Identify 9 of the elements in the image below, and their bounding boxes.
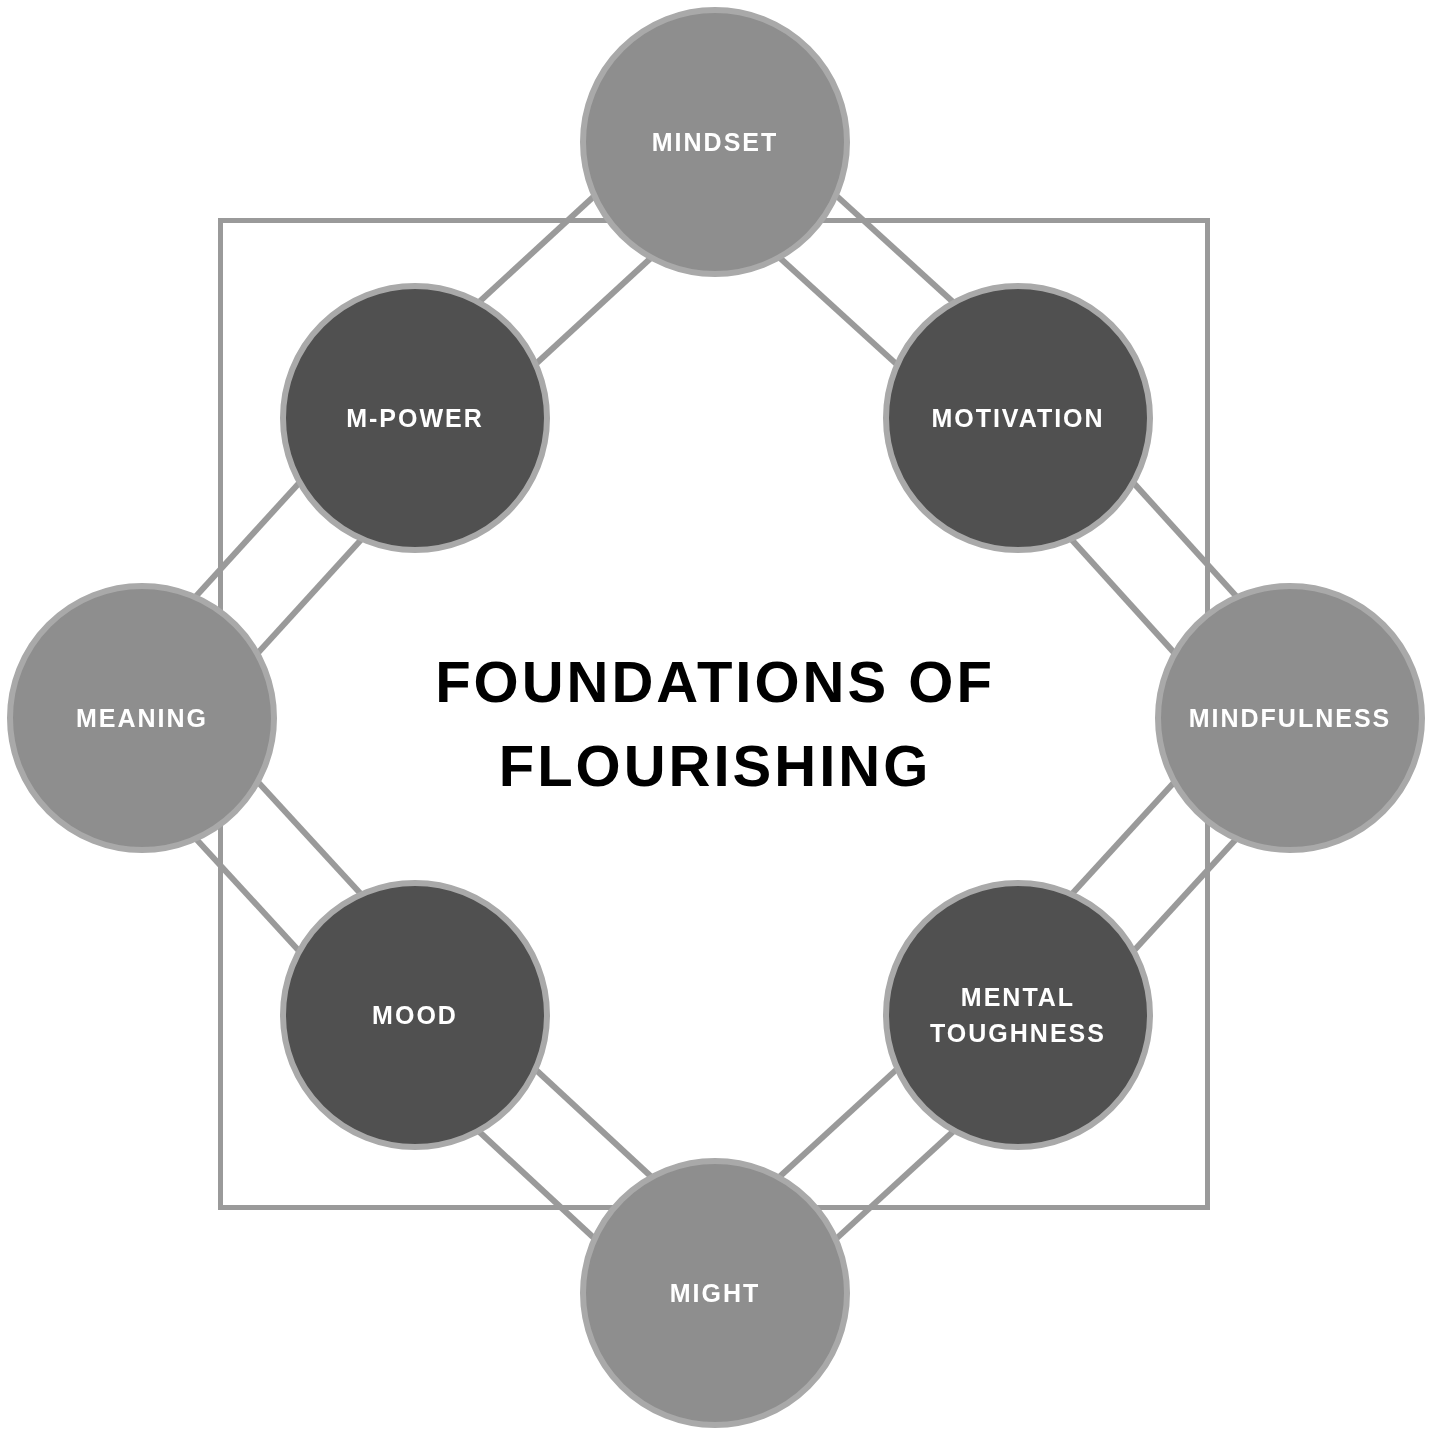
node-label: MINDSET — [651, 126, 779, 158]
node-label: MOTIVATION — [931, 402, 1105, 434]
node-label: MEANING — [75, 702, 209, 734]
diagram-title: FOUNDATIONS OF FLOURISHING — [434, 648, 996, 801]
node-label: M-POWER — [346, 402, 484, 434]
node-label: MENTAL TOUGHNESS — [929, 981, 1107, 1049]
node-label: MIGHT — [669, 1277, 761, 1309]
node-label: MINDFULNESS — [1188, 702, 1392, 734]
node-label: MOOD — [372, 999, 458, 1031]
